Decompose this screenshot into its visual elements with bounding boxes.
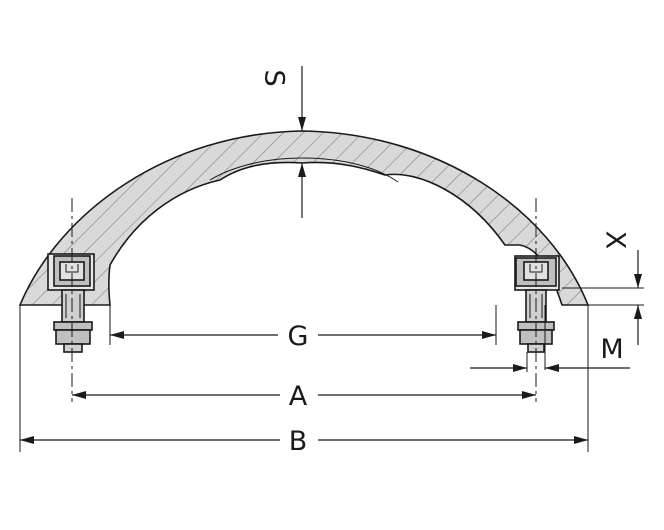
label-g: G [288,321,309,352]
center-lines [71,198,537,402]
handle-section [18,130,590,306]
label-b: B [289,426,308,457]
label-a: A [289,381,308,412]
label-s: S [259,69,290,86]
extension-lines [19,287,644,452]
label-m: M [600,334,623,365]
label-x: X [600,231,631,250]
